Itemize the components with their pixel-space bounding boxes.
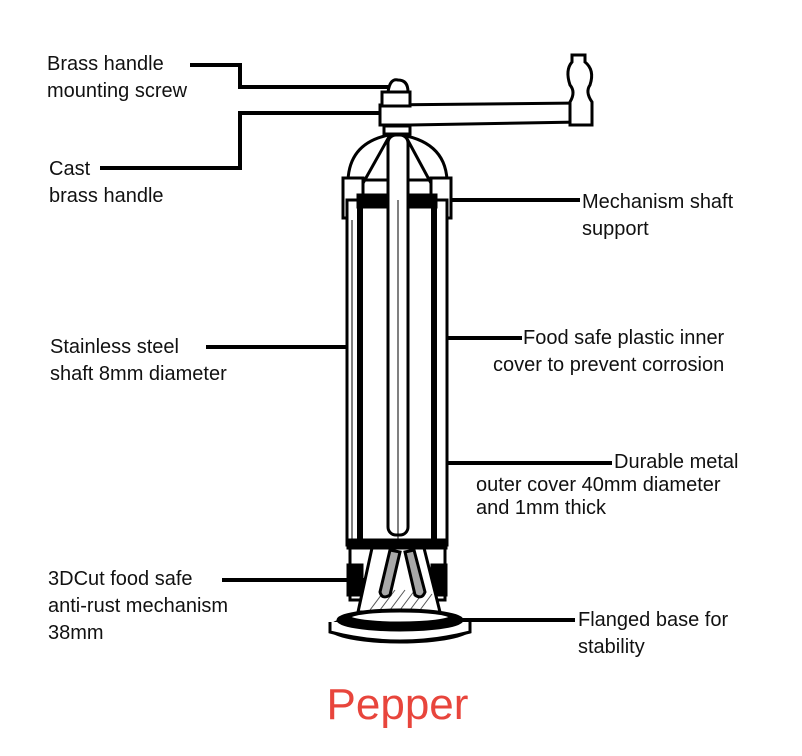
- label-line: Durable metal: [614, 451, 739, 473]
- label-line: Cast: [49, 158, 91, 180]
- leader-cast-handle: [100, 111, 385, 170]
- label-handle-screw: Brass handle mounting screw: [47, 51, 187, 105]
- label-base: Flanged base for stability: [578, 607, 728, 661]
- grinder-body: [328, 53, 594, 644]
- label-cast-handle: Cast brass handle: [49, 156, 164, 210]
- label-shaft-support: Mechanism shaft support: [582, 189, 733, 243]
- label-line: Brass handle: [47, 53, 164, 75]
- label-line: outer cover 40mm diameter: [476, 474, 721, 496]
- label-line: stability: [578, 636, 645, 658]
- label-outer-cover: Durable metal outer cover 40mm diameter …: [476, 451, 739, 520]
- crank-arm: [378, 101, 582, 127]
- label-line: 3DCut food safe: [48, 568, 193, 590]
- label-line: and 1mm thick: [476, 497, 607, 519]
- label-line: support: [582, 218, 649, 240]
- burr-blade-left: [378, 548, 402, 599]
- label-line: shaft 8mm diameter: [50, 363, 227, 385]
- label-line: Mechanism shaft: [582, 191, 734, 213]
- label-line: mounting screw: [47, 80, 188, 102]
- diagram-title: Pepper: [326, 680, 469, 729]
- screw-nut: [380, 90, 412, 108]
- burr-blade-right: [403, 548, 427, 599]
- label-line: Flanged base for: [578, 609, 729, 631]
- leader-handle-screw: [190, 63, 392, 89]
- label-steel-shaft: Stainless steel shaft 8mm diameter: [50, 334, 227, 388]
- label-line: Food safe plastic inner: [523, 327, 725, 349]
- screw-cap: [386, 78, 410, 94]
- label-line: brass handle: [49, 185, 164, 207]
- label-line: Stainless steel: [50, 336, 179, 358]
- label-line: 38mm: [48, 622, 104, 644]
- label-line: cover to prevent corrosion: [493, 354, 725, 376]
- label-inner-cover: Food safe plastic inner cover to prevent…: [493, 325, 724, 379]
- label-line: anti-rust mechanism: [48, 595, 229, 617]
- handle-knob: [566, 53, 594, 127]
- label-mechanism: 3DCut food safe anti-rust mechanism 38mm: [48, 566, 228, 647]
